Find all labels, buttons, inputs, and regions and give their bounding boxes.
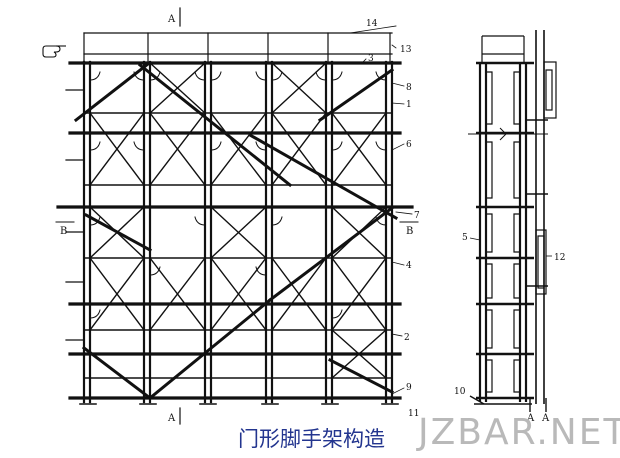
site-watermark: JZBAR.NET [416,412,620,453]
callout-7: 7 [414,211,420,221]
side-legs [478,62,528,402]
callout-4: 4 [406,261,412,271]
callout-3: 3 [368,54,374,64]
callout-14: 14 [366,19,378,29]
side-leaders [469,237,552,257]
front-elevation [55,7,419,425]
section-label-a-bottom: A [167,413,176,424]
callout-2: 2 [404,333,410,343]
section-label-b-left: B [60,226,67,237]
callout-10: 10 [454,387,466,397]
section-label-a-right-1: A [526,413,535,424]
side-frame-arches [486,71,520,393]
section-label-b-right: B [406,226,413,237]
cut-symbol [468,127,548,141]
wall-units [535,61,557,295]
callout-6: 6 [406,140,412,150]
callout-5: 5 [462,233,468,243]
long-diagonals [73,61,399,401]
frame-shoulders [89,71,387,319]
callout-8: 8 [406,83,412,93]
callout-11: 11 [408,409,419,419]
building-wall [526,30,548,404]
wall-ties [65,89,85,341]
secondary-horizontals [83,112,393,379]
cross-braces [89,62,387,379]
section-label-a-right-2: A [541,413,550,424]
callout-leaders [349,25,413,395]
callout-13: 13 [400,45,412,55]
callout-12: 12 [554,253,565,263]
top-guardrail [83,32,393,63]
side-elevation [468,30,557,412]
side-base [469,395,547,412]
callout-9: 9 [406,383,412,393]
section-label-a-top: A [167,14,176,25]
callout-1: 1 [406,100,412,110]
pointing-hand-icon [42,45,66,58]
side-top-guard [481,35,525,62]
figure-caption: 门形脚手架构造 [238,427,385,451]
